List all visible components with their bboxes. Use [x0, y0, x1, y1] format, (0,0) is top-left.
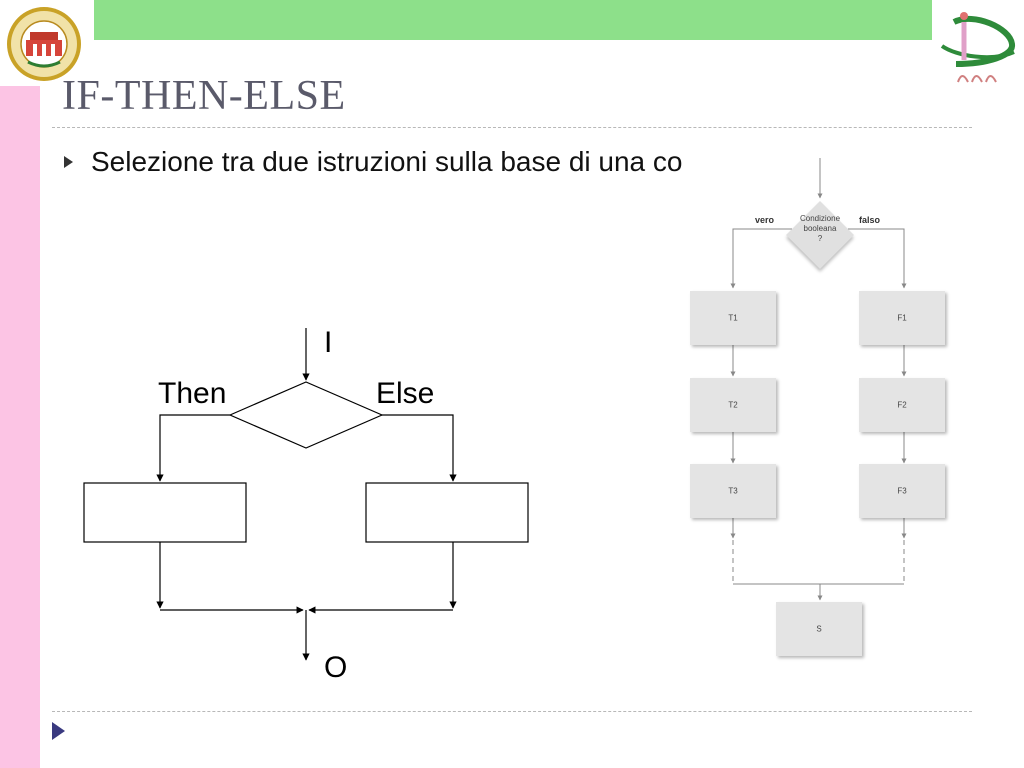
true-branch-line: [730, 228, 792, 289]
condition-text: Condizione booleana ?: [799, 214, 841, 243]
false-step-2: F2: [859, 378, 945, 432]
true-branch-label: vero: [755, 215, 775, 225]
false-branch-label: falso: [859, 215, 881, 225]
input-label: I: [324, 326, 332, 359]
output-label: O: [324, 651, 347, 684]
false-branch-line: [848, 228, 907, 289]
then-branch-line: [156, 414, 230, 482]
merge-step: S: [776, 602, 862, 656]
university-seal-icon: [7, 7, 81, 81]
false-step-1: F1: [859, 291, 945, 345]
right-condition-diamond: Condizione booleana ?: [785, 200, 855, 270]
condition-diamond: [228, 381, 384, 449]
play-triangle-icon[interactable]: [52, 722, 65, 740]
triangle-bullet-icon: [64, 155, 73, 168]
then-block: [83, 482, 247, 543]
else-branch-line: [382, 414, 457, 482]
bullet-text: Selezione tra due istruzioni sulla base …: [91, 146, 684, 177]
department-logo-icon: [940, 12, 1015, 83]
header-accent-bar: [94, 0, 932, 40]
else-block: [365, 482, 529, 543]
true-step-3: T3: [690, 464, 776, 518]
slide-title: IF-THEN-ELSE: [62, 73, 346, 119]
true-step-1: T1: [690, 291, 776, 345]
bullet-item: Selezione tra due istruzioni sulla base …: [64, 146, 684, 178]
footer-divider: [52, 711, 972, 712]
side-accent-strip: [0, 86, 40, 768]
false-step-3: F3: [859, 464, 945, 518]
else-label: Else: [376, 377, 434, 410]
then-label: Then: [158, 377, 226, 410]
title-divider: [52, 127, 972, 128]
true-step-2: T2: [690, 378, 776, 432]
